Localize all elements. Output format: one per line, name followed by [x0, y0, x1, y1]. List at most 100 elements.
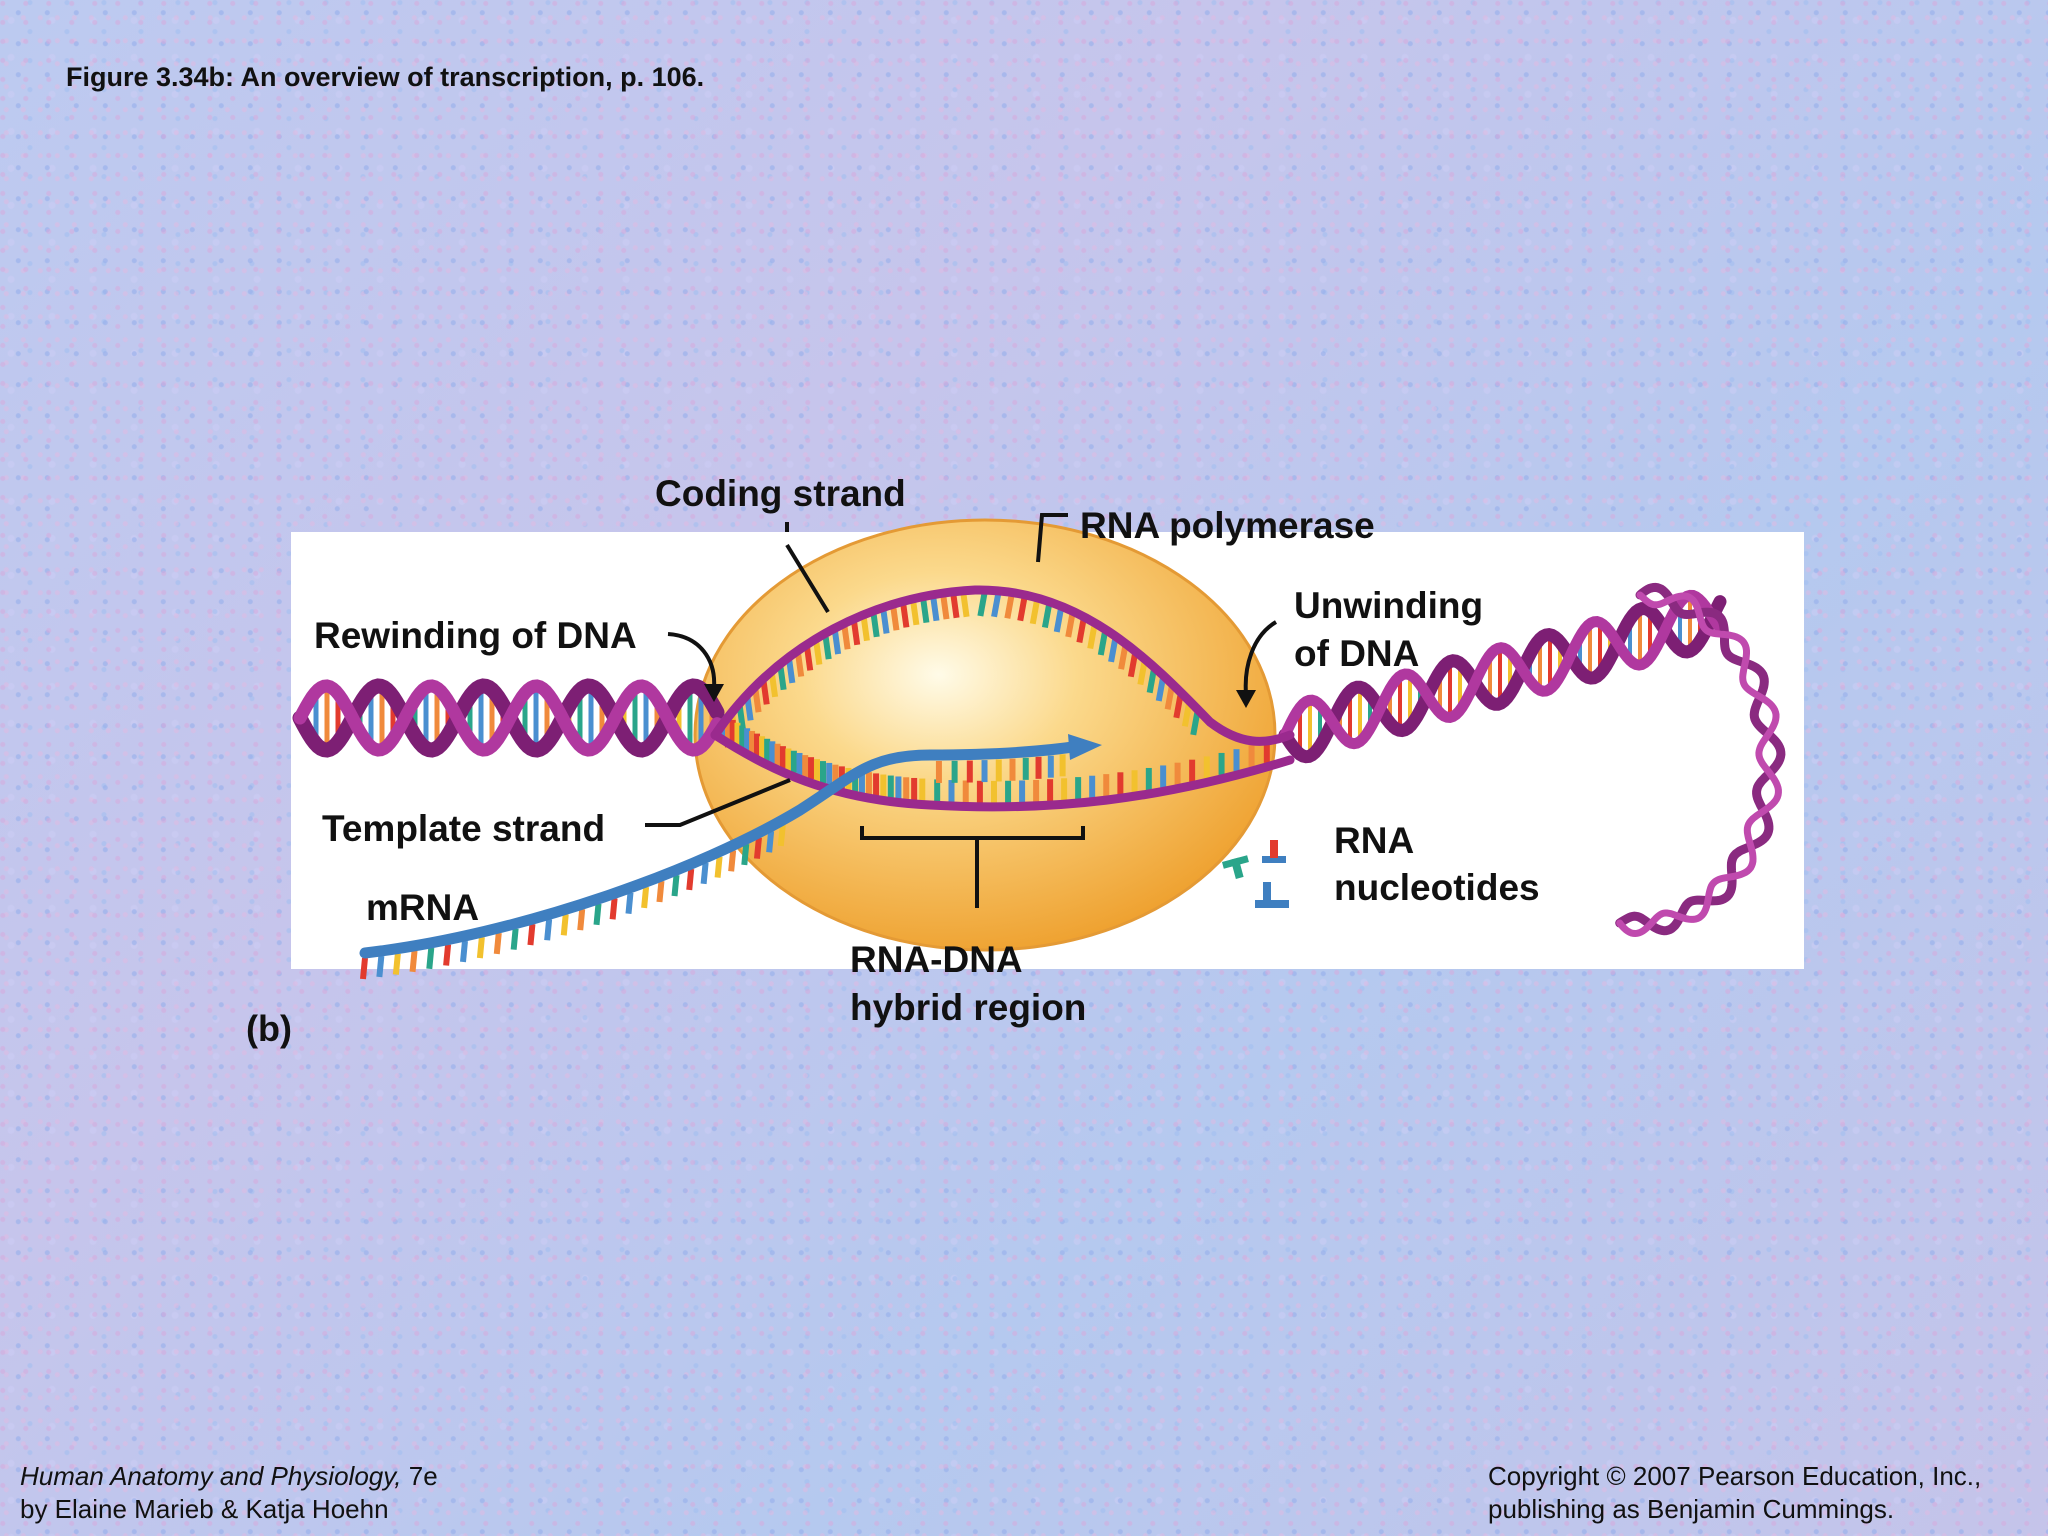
unwinding-arrow — [1243, 620, 1278, 695]
book-authors: by Elaine Marieb & Katja Hoehn — [20, 1494, 389, 1524]
base-rung — [1155, 678, 1166, 702]
coding-strand — [710, 585, 1295, 746]
copyright-notice: Copyright © 2007 Pearson Education, Inc.… — [1488, 1460, 1981, 1526]
base-rung — [910, 602, 920, 626]
coding-strand-leader — [785, 522, 830, 614]
base-rung — [1173, 695, 1184, 719]
base-rung — [609, 898, 618, 920]
base-rung — [753, 837, 762, 859]
base-rung — [1017, 598, 1028, 622]
rna-polymerase-body — [693, 518, 1277, 952]
base-rung — [714, 856, 723, 878]
base-rung — [870, 614, 880, 638]
base-rung — [728, 850, 737, 872]
base-rung — [510, 928, 519, 950]
book-citation: Human Anatomy and Physiology, 7e by Elai… — [20, 1460, 438, 1526]
base-rung — [360, 957, 368, 980]
base-rung — [1053, 609, 1064, 633]
base-rung — [1041, 604, 1052, 629]
template-strand-leader — [645, 778, 791, 827]
base-rung — [777, 824, 786, 847]
unwinding-label-line1: Unwinding — [1294, 585, 1483, 626]
base-rung — [1127, 654, 1138, 678]
left-dna-helix — [292, 678, 725, 758]
base-rung — [1118, 646, 1129, 670]
base-rung — [1065, 614, 1076, 638]
base-rung — [493, 932, 502, 955]
base-rung — [426, 947, 435, 970]
base-rung — [671, 874, 680, 897]
rna-nucleotides-label-line2: nucleotides — [1334, 867, 1540, 908]
base-rung — [950, 595, 960, 619]
base-rung — [1076, 619, 1087, 643]
base-rung — [777, 667, 787, 691]
label-leaders — [645, 513, 1278, 908]
base-rung — [900, 605, 910, 628]
base-rung — [991, 594, 1001, 618]
base-rung — [560, 914, 569, 936]
base-rung — [960, 594, 970, 618]
base-rung — [752, 689, 762, 713]
rewinding-arrowhead — [704, 684, 724, 702]
base-rung — [1164, 686, 1175, 710]
rna-nucleotides-label-line1: RNA — [1334, 820, 1414, 861]
base-rung — [851, 622, 861, 646]
base-rung — [1004, 595, 1015, 619]
unwinding-arrowhead — [1236, 690, 1256, 708]
base-rung — [760, 681, 770, 705]
base-rung — [641, 886, 650, 909]
base-rung — [1087, 625, 1098, 650]
base-rung — [577, 908, 586, 931]
base-rung — [977, 593, 988, 617]
base-rung — [625, 892, 634, 914]
hybrid-region-label-line2: hybrid region — [850, 987, 1086, 1028]
base-rung — [376, 955, 385, 978]
base-rung — [940, 596, 950, 620]
base-rung — [804, 647, 814, 671]
base-rung — [920, 600, 930, 624]
base-rung — [1029, 601, 1040, 625]
base-rung — [786, 660, 796, 684]
base-rung — [700, 862, 709, 885]
mrna-strand — [359, 740, 1086, 959]
base-rung — [392, 953, 401, 975]
rewinding-arrow — [667, 632, 717, 689]
base-rung — [930, 598, 940, 622]
template-strand — [710, 730, 1295, 812]
free-rna-nucleotides — [1222, 840, 1289, 908]
panel-label: (b) — [246, 1008, 292, 1049]
base-rung — [656, 880, 665, 903]
base-rung — [409, 950, 418, 973]
base-rung — [744, 697, 754, 721]
mrna-label: mRNA — [366, 887, 479, 928]
figure-title: Figure 3.34b: An overview of transcripti… — [66, 62, 705, 92]
base-rung — [1108, 639, 1119, 663]
copyright-line-2: publishing as Benjamin Cummings. — [1488, 1494, 1895, 1524]
base-rung — [459, 940, 468, 963]
hybrid-region-label-line1: RNA-DNA — [850, 939, 1023, 980]
base-rung — [476, 936, 485, 959]
mrna-arrowhead — [1068, 734, 1102, 760]
rewinding-of-dna-label: Rewinding of DNA — [314, 615, 637, 656]
base-rung — [880, 611, 890, 634]
base-rung — [736, 706, 746, 730]
base-rung — [841, 626, 851, 650]
base-rung — [686, 868, 695, 891]
base-rung — [593, 903, 602, 926]
base-rung — [769, 674, 779, 698]
base-rung — [527, 923, 536, 946]
base-rung — [813, 642, 823, 665]
right-dna-helix — [1278, 582, 1786, 938]
template-strand-label: Template strand — [322, 808, 605, 849]
coding-strand-label: Coding strand — [655, 473, 906, 514]
base-rung — [766, 830, 775, 853]
base-rung — [795, 654, 805, 677]
copyright-line-1: Copyright © 2007 Pearson Education, Inc.… — [1488, 1461, 1982, 1491]
unwinding-label-line2: of DNA — [1294, 633, 1419, 674]
base-rung — [822, 636, 832, 660]
book-title: Human Anatomy and Physiology, — [20, 1461, 402, 1491]
rna-polymerase-label: RNA polymerase — [1080, 505, 1375, 546]
base-rung — [890, 607, 900, 631]
base-rung — [544, 918, 553, 941]
